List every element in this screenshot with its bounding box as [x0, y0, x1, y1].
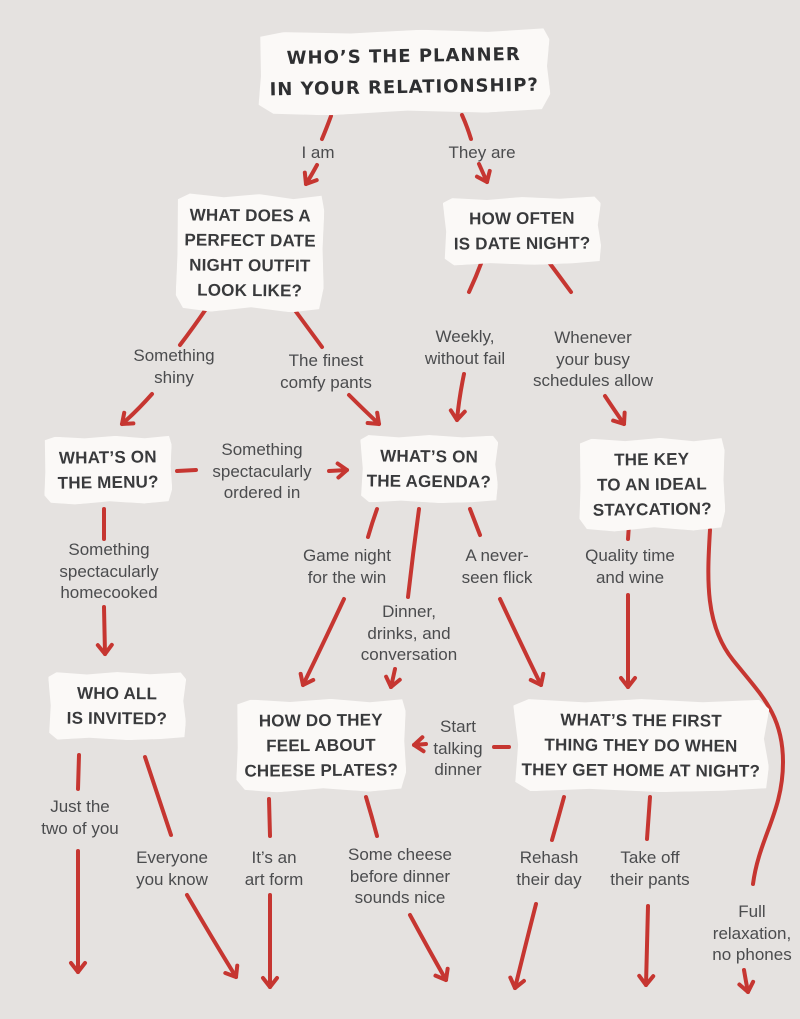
answer-something-shiny: Something shiny — [133, 346, 215, 387]
answer-some-cheese: Some cheese before dinner sounds nice — [348, 845, 452, 907]
edge-take-off-to-end — [637, 904, 656, 987]
edge-date-night-to-whenever — [546, 259, 573, 294]
answer-game-night: Game night for the win — [303, 546, 391, 587]
edge-dinner-drinks-to-cheese — [384, 667, 402, 689]
answer-whenever: Whenever your busy schedules allow — [532, 328, 653, 390]
edge-first-thing-to-rehash — [550, 795, 566, 842]
edge-agenda-to-never-seen — [468, 507, 482, 537]
edge-they-are-to-date-night — [474, 162, 492, 184]
question-staycation: THE KEY TO AN IDEAL STAYCATION? — [578, 437, 725, 532]
answer-take-off: Take off their pants — [610, 848, 690, 889]
answer-everyone: Everyone you know — [136, 848, 208, 889]
question-agenda: WHAT’S ON THE AGENDA? — [360, 434, 499, 503]
answer-weekly: Weekly, without fail — [424, 327, 506, 368]
answer-they-are: They are — [448, 143, 516, 162]
answer-art-form: It’s an art form — [244, 848, 304, 889]
answer-full-relax: Full relaxation, no phones — [712, 902, 792, 964]
edge-game-night-to-cheese — [298, 597, 346, 687]
answer-just-two: Just the two of you — [41, 797, 119, 838]
edge-date-night-to-weekly — [467, 259, 484, 294]
answer-i-am: I am — [301, 143, 335, 162]
edge-invited-to-everyone — [143, 755, 173, 837]
edge-rehash-to-end — [508, 902, 538, 990]
edge-invited-to-just-two — [76, 753, 81, 791]
edge-comfy-to-agenda — [347, 393, 381, 426]
edge-agenda-to-game-night — [366, 507, 379, 539]
edge-homecooked-to-invited — [95, 605, 114, 656]
edge-never-seen-to-first-thing — [498, 597, 546, 687]
answer-quality-time: Quality time and wine — [585, 546, 675, 587]
answer-ordered-in: Something spectacularly ordered in — [212, 440, 312, 502]
edge-weekly-to-agenda — [448, 372, 467, 422]
edge-title-to-they-are — [460, 113, 473, 141]
edge-ordered-in-to-agenda — [327, 461, 349, 480]
question-outfit: WHAT DOES A PERFECT DATE NIGHT OUTFIT LO… — [175, 193, 324, 312]
edge-menu-dash — [175, 468, 198, 473]
answer-homecooked: Something spectacularly homecooked — [59, 540, 159, 602]
question-date-night: HOW OFTEN IS DATE NIGHT? — [443, 196, 601, 265]
edge-agenda-to-dinner-drinks — [406, 507, 421, 599]
answer-never-seen: A never- seen flick — [461, 546, 533, 587]
edge-title-to-i-am — [320, 114, 333, 141]
answer-rehash: Rehash their day — [516, 848, 582, 889]
title-card: WHO’S THE PLANNER IN YOUR RELATIONSHIP? — [257, 27, 550, 116]
edge-outfit-to-shiny — [178, 307, 208, 347]
edge-cheese-to-art-form — [267, 797, 272, 838]
edge-cheese-to-some-cheese — [364, 795, 379, 838]
question-cheese: HOW DO THEY FEEL ABOUT CHEESE PLATES? — [236, 698, 407, 792]
edge-whenever-to-staycation — [603, 394, 627, 426]
edge-i-am-to-outfit — [302, 163, 319, 186]
edge-everyone-to-end — [185, 893, 240, 979]
edge-shiny-to-menu — [120, 392, 154, 426]
edge-first-thing-to-take-off — [645, 795, 652, 841]
answer-comfy-pants: The finest comfy pants — [280, 351, 372, 392]
question-first-thing: WHAT’S THE FIRST THING THEY DO WHEN THEY… — [513, 698, 770, 793]
answer-start-talking: Start talking dinner — [433, 717, 483, 779]
question-menu: WHAT’S ON THE MENU? — [44, 435, 173, 505]
edge-some-cheese-to-end — [408, 913, 450, 982]
edge-full-relax-to-end — [737, 968, 756, 994]
question-invited: WHO ALL IS INVITED? — [48, 672, 186, 741]
edge-outfit-to-comfy — [292, 307, 324, 349]
answer-dinner-drinks: Dinner, drinks, and conversation — [360, 602, 458, 664]
